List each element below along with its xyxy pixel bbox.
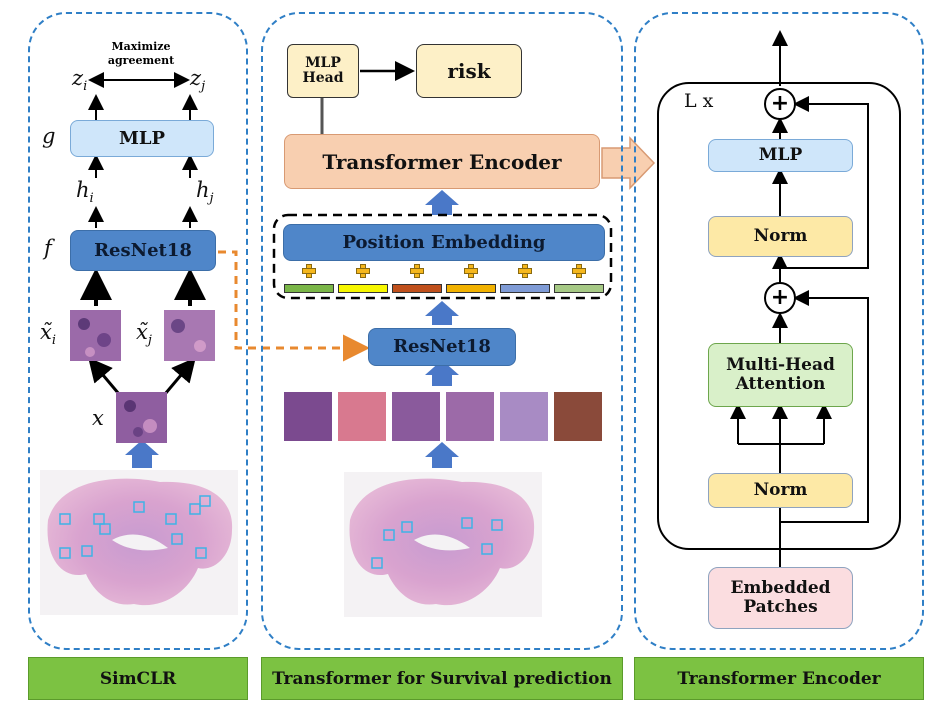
orange-block-arrow <box>601 136 656 190</box>
encoder-panel <box>634 12 924 650</box>
simclr-panel <box>28 12 248 650</box>
residual-bottom <box>780 290 869 523</box>
blue-arrow-embedding-encoder <box>425 190 459 215</box>
embedding-bar <box>554 284 604 293</box>
embedding-bar <box>284 284 334 293</box>
tile-1 <box>284 392 332 441</box>
f-label: f <box>44 236 52 260</box>
embedding-bar <box>500 284 550 293</box>
tile-3 <box>392 392 440 441</box>
blue-arrow-patches-resnet <box>425 360 459 386</box>
embedded-line-2: Patches <box>743 597 818 617</box>
plus-icon <box>302 264 316 278</box>
plus-circle-bottom <box>764 282 796 314</box>
mlp-head-line-1: MLP <box>305 54 341 71</box>
embedding-token-2 <box>338 262 388 296</box>
embedding-bar <box>446 284 496 293</box>
transformer-resnet-box: ResNet18 <box>368 328 516 366</box>
mlp-head-line-2: Head <box>302 70 344 86</box>
plus-icon <box>356 264 370 278</box>
mlp-head-box: MLP Head <box>287 44 359 98</box>
maximize-line-2: agreement <box>107 53 175 67</box>
plus-sign-bottom: + <box>770 284 790 310</box>
transformer-encoder-box: Transformer Encoder <box>284 134 600 189</box>
footer-transformer: Transformer for Survival prediction <box>261 657 623 700</box>
risk-box: risk <box>416 44 522 98</box>
plus-sign-top: + <box>770 90 790 116</box>
encoder-norm-bottom: Norm <box>708 473 853 508</box>
patch-xi-image <box>70 310 121 361</box>
whole-slide-image-simclr <box>40 470 238 615</box>
blue-arrow-resnet-embedding <box>425 301 459 325</box>
xj-tilde-label: x̃j <box>136 320 152 349</box>
blue-arrow-slide-x <box>125 440 159 468</box>
tile-5 <box>500 392 548 441</box>
hj-label: hj <box>196 178 214 207</box>
patch-x-image <box>116 392 167 443</box>
maximize-line-1: Maximize <box>111 40 171 53</box>
whole-slide-image-transformer <box>344 472 542 617</box>
embedding-token-1 <box>284 262 334 296</box>
tile-2 <box>338 392 386 441</box>
simclr-mlp-box: MLP <box>70 120 214 157</box>
plus-icon <box>464 264 478 278</box>
embedding-token-5 <box>500 262 550 296</box>
plus-icon <box>410 264 424 278</box>
residual-top <box>780 96 869 269</box>
attention-line-1: Multi-Head <box>726 355 835 376</box>
g-label: g <box>42 124 56 148</box>
xi-tilde-label: x̃i <box>40 320 57 349</box>
embedded-patches-box: Embedded Patches <box>708 567 853 629</box>
zj-label: zj <box>190 66 206 95</box>
footer-simclr: SimCLR <box>28 657 248 700</box>
tile-4 <box>446 392 494 441</box>
encoder-mlp-box: MLP <box>708 139 853 172</box>
embedding-token-6 <box>554 262 604 296</box>
embedded-line-1: Embedded <box>730 578 831 599</box>
embedding-row <box>284 262 604 296</box>
transformer-panel <box>261 12 623 650</box>
multi-head-attention-box: Multi-Head Attention <box>708 343 853 407</box>
plus-icon <box>572 264 586 278</box>
hi-label: hi <box>76 178 94 207</box>
maximize-agreement-label: Maximize agreement <box>98 40 184 68</box>
zi-label: zi <box>72 66 88 95</box>
patch-xj-image <box>164 310 215 361</box>
encoder-inner-box <box>657 82 901 550</box>
tile-6 <box>554 392 602 441</box>
embedding-bar <box>392 284 442 293</box>
embedding-group <box>272 213 613 300</box>
blue-arrow-slide-patches <box>425 442 459 468</box>
simclr-resnet-box: ResNet18 <box>70 230 216 271</box>
attention-line-2: Attention <box>735 374 826 394</box>
embedding-token-4 <box>446 262 496 296</box>
x-label: x <box>92 406 104 430</box>
encoder-norm-top: Norm <box>708 216 853 257</box>
plus-circle-top <box>764 88 796 120</box>
embedding-token-3 <box>392 262 442 296</box>
plus-icon <box>518 264 532 278</box>
footer-encoder: Transformer Encoder <box>634 657 924 700</box>
embedding-bar <box>338 284 388 293</box>
lx-label: L x <box>684 90 714 112</box>
position-embedding-box: Position Embedding <box>283 224 605 261</box>
